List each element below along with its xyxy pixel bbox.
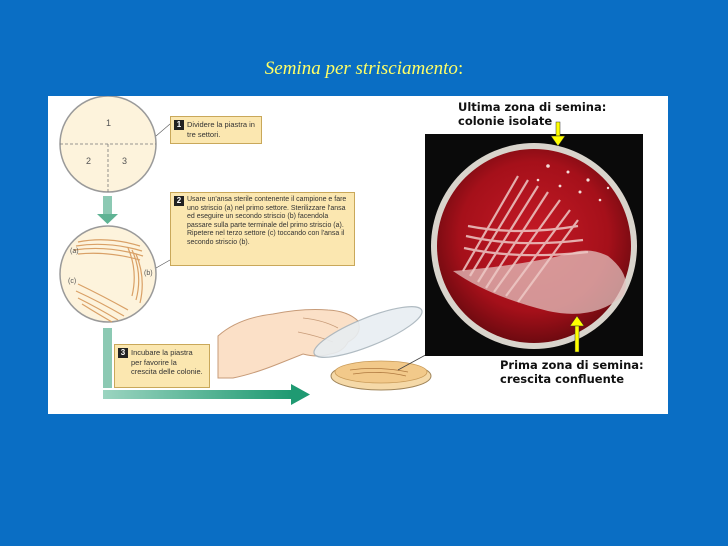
step-3-text: Incubare la piastra per favorire la cres… xyxy=(131,348,203,376)
petri-dish-photo xyxy=(425,134,643,356)
slide-title-colon: : xyxy=(457,58,464,79)
arrow-down-yellow xyxy=(550,121,566,147)
label-isolated-colonies: Ultima zona di semina: colonie isolate xyxy=(458,100,607,128)
sector-label-3: 3 xyxy=(122,156,128,166)
step-3-box: 3 Incubare la piastra per favorire la cr… xyxy=(114,344,210,388)
down-arrow-2 xyxy=(103,328,112,388)
sector-label-2: 2 xyxy=(86,156,92,166)
plate-lid xyxy=(313,306,423,358)
down-arrow-1 xyxy=(97,196,118,224)
step-1-number: 1 xyxy=(174,120,184,130)
step-2-box: 2 Usare un'ansa sterile contenente il ca… xyxy=(170,192,355,266)
diagram-graphics xyxy=(59,96,643,405)
flow-arrow xyxy=(103,384,310,405)
step-1-box: 1 Dividere la piastra in tre settori. xyxy=(170,116,262,144)
streak-label-a: (a) xyxy=(70,248,79,255)
streak-label-c: (c) xyxy=(68,278,77,285)
isolated-colonies xyxy=(536,164,610,202)
slide-title-text: Semina per strisciamento xyxy=(264,58,458,79)
step-2-text: Usare un'ansa sterile contenente il camp… xyxy=(187,196,347,246)
streak-label-b: (b) xyxy=(144,270,153,277)
label-confluent-growth: Prima zona di semina: crescita confluent… xyxy=(500,358,644,386)
incubation-dish xyxy=(330,351,432,391)
step-1-text: Dividere la piastra in tre settori. xyxy=(187,120,255,139)
arrow-up-yellow xyxy=(569,315,585,353)
plate-streaked xyxy=(59,225,171,323)
illustration-panel: 1 2 3 (a) (b) (c) 1 Dividere la piastra … xyxy=(48,96,668,414)
slide-title: Semina per strisciamento: xyxy=(0,58,728,80)
step-3-number: 3 xyxy=(118,348,128,358)
step-2-number: 2 xyxy=(174,196,184,206)
plate-divided xyxy=(59,96,171,193)
sector-label-1: 1 xyxy=(106,118,112,128)
